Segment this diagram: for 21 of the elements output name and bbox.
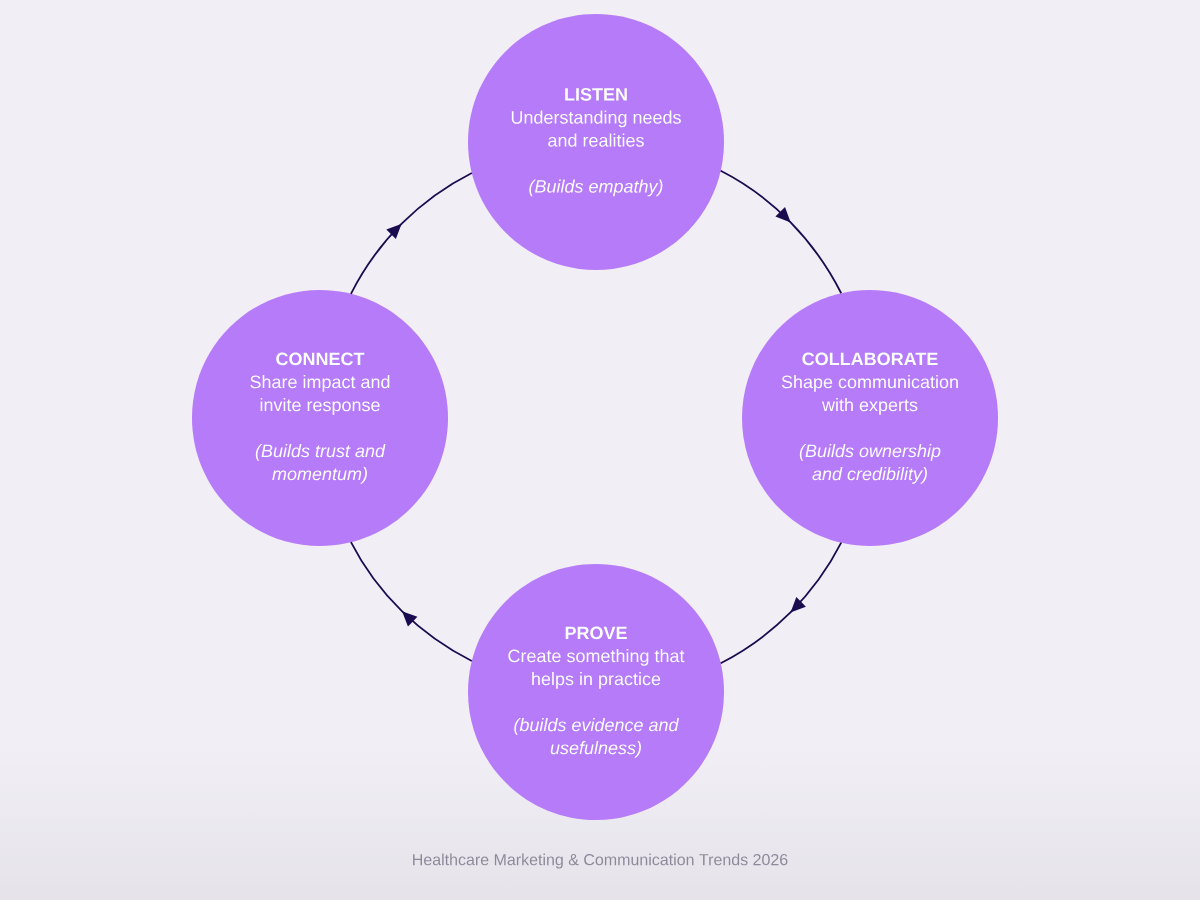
step-note: (Builds ownership and credibility) — [799, 444, 941, 484]
step-description: Understanding needs and realities — [511, 110, 681, 147]
arrow — [350, 172, 473, 295]
arrow — [719, 169, 843, 295]
step-title: COLLABORATE — [802, 352, 938, 366]
step-circle — [468, 564, 724, 820]
step-circle — [192, 290, 448, 546]
footer-text: Healthcare Marketing & Communication Trends 2026 — [413, 853, 788, 869]
step-description: Shape communication with experts — [781, 375, 958, 415]
step-title: PROVE — [565, 626, 627, 640]
step-description: Create something that helps in practice — [508, 649, 685, 689]
arrow — [719, 541, 843, 665]
step-note: (builds evidence and usefulness) — [514, 718, 679, 758]
step-circle — [742, 290, 998, 546]
step-description: Share impact and invite response — [250, 375, 390, 415]
step-note: (Builds empathy) — [529, 179, 663, 197]
step-title: CONNECT — [276, 352, 365, 366]
arrow — [350, 541, 473, 662]
step-title: LISTEN — [565, 88, 627, 101]
step-circle — [468, 14, 724, 270]
step-note: (Builds trust and momentum) — [255, 444, 386, 484]
